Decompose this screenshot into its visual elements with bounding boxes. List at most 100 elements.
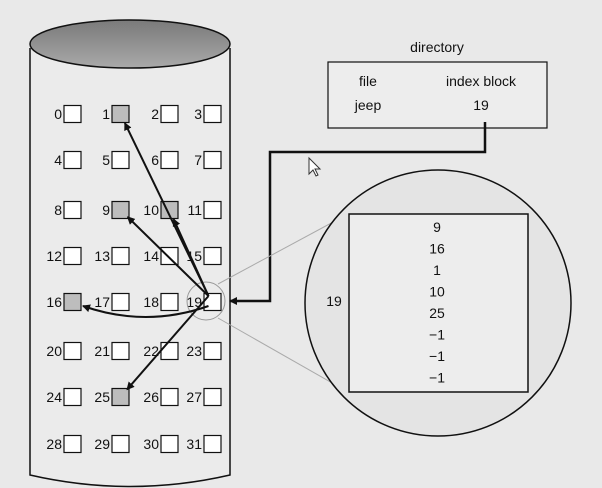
directory-pointer-arrow [229,122,487,305]
disk-block-number: 16 [46,294,62,310]
free-block-square [203,292,222,312]
disk-block-number: 9 [102,202,110,218]
free-block-square [160,387,179,407]
disk-block-number: 14 [143,248,159,264]
free-block-square [160,341,179,361]
disk-block-number: 13 [94,248,110,264]
pointer-arrow-to-block-25 [126,295,210,391]
disk-block-number: 21 [94,343,110,359]
disk-block-12: 12 [46,246,82,266]
zoom-line-top [217,213,349,285]
disk-block-number: 26 [143,389,159,405]
free-block-square [203,104,222,124]
index-block-box [348,213,529,393]
disk-block-number: 2 [151,106,159,122]
free-block-square [63,434,82,454]
disk-block-4: 4 [54,150,82,170]
disk-block-23: 23 [186,341,222,361]
disk-block-8: 8 [54,200,82,220]
disk-block-29: 29 [94,434,130,454]
free-block-square [63,150,82,170]
index-entry: 9 [433,219,441,235]
disk-block-1: 1 [102,104,130,124]
disk-block-number: 30 [143,436,159,452]
free-block-square [63,200,82,220]
disk-block-number: 28 [46,436,62,452]
index-entry: −1 [429,348,445,364]
disk-top [29,19,231,69]
disk-block-10: 10 [143,200,179,220]
disk-block-number: 22 [143,343,159,359]
disk-block-9: 9 [102,200,130,220]
free-block-square [63,387,82,407]
pointer-arrow-to-block-10 [172,218,210,297]
disk-block-31: 31 [186,434,222,454]
directory-entry-file: jeep [354,97,382,113]
free-block-square [160,292,179,312]
free-block-square [203,246,222,266]
disk-block-number: 7 [194,152,202,168]
free-block-square [160,434,179,454]
free-block-square [203,434,222,454]
disk-block-17: 17 [94,292,130,312]
disk-block-25: 25 [94,387,130,407]
disk-block-18: 18 [143,292,179,312]
disk-block-number: 27 [186,389,202,405]
index-entry: 10 [429,284,445,300]
disk-block-6: 6 [151,150,179,170]
index-entry: −1 [429,370,445,386]
free-block-square [63,104,82,124]
disk-block-number: 1 [102,106,110,122]
disk-block-2: 2 [151,104,179,124]
disk-block-number: 12 [46,248,62,264]
disk-block-number: 18 [143,294,159,310]
disk-block-number: 31 [186,436,202,452]
free-block-square [63,246,82,266]
disk-block-5: 5 [102,150,130,170]
disk-block-number: 24 [46,389,62,405]
disk-block-20: 20 [46,341,82,361]
used-block-square [111,387,130,407]
disk-block-13: 13 [94,246,130,266]
disk-block-28: 28 [46,434,82,454]
disk-block-27: 27 [186,387,222,407]
used-block-square [63,292,82,312]
free-block-square [203,200,222,220]
disk-block-number: 10 [143,202,159,218]
disk-block-7: 7 [194,150,222,170]
free-block-square [203,341,222,361]
free-block-square [111,246,130,266]
disk-block-26: 26 [143,387,179,407]
disk-block-0: 0 [54,104,82,124]
disk-block-number: 19 [186,294,202,310]
free-block-square [111,341,130,361]
disk-block-30: 30 [143,434,179,454]
disk-block-11: 11 [187,200,222,220]
index-pointer-arrows [82,122,210,391]
disk-block-number: 23 [186,343,202,359]
disk-block-number: 4 [54,152,62,168]
free-block-square [160,150,179,170]
disk-block-21: 21 [94,341,130,361]
index-entry: 16 [429,241,445,257]
disk-block-number: 11 [187,202,202,218]
disk-block-number: 20 [46,343,62,359]
disk-block-number: 17 [94,294,110,310]
index-entry: 25 [429,305,445,321]
directory-title: directory [410,39,464,55]
free-block-square [203,150,222,170]
used-block-square [111,200,130,220]
disk-block-number: 3 [194,106,202,122]
pointer-arrow-to-block-9 [126,216,210,297]
zoom-source-circle [186,281,226,321]
directory-col-index: index block [446,73,517,89]
disk-block-number: 0 [54,106,62,122]
used-block-square [111,104,130,124]
disk-block-number: 5 [102,152,110,168]
pointer-arrow-to-block-16 [82,304,209,318]
free-block-square [111,150,130,170]
